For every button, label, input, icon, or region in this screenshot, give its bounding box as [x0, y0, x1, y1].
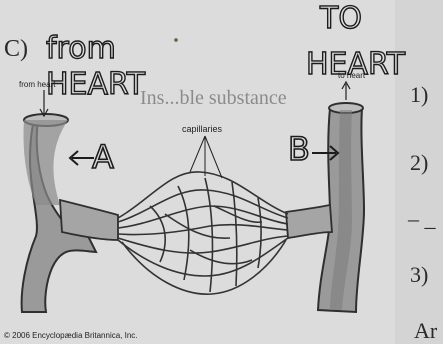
handwritten-heart-right: HEART — [306, 47, 406, 82]
item-2-number: 2) — [410, 150, 428, 175]
copyright-notice: © 2006 Encyclopædia Britannica, Inc. — [4, 331, 138, 340]
capillaries-label: capillaries — [182, 124, 223, 134]
handwritten-to: TO — [319, 1, 362, 36]
dash-blank-line: – _ — [407, 206, 437, 231]
handwritten-heart-left: HEART — [46, 67, 146, 102]
item-1-number: 1) — [410, 82, 428, 107]
faded-heading: Ins...ble substance — [140, 87, 287, 109]
item-3-number: 3) — [410, 262, 428, 287]
vessel-a-letter: A — [92, 138, 114, 176]
vessel-b-letter: B — [288, 130, 310, 168]
pencil-mark — [174, 38, 178, 42]
handwritten-from: from — [46, 31, 116, 66]
partial-bottom-text: Ar — [414, 318, 438, 343]
question-label: C) — [4, 36, 28, 62]
